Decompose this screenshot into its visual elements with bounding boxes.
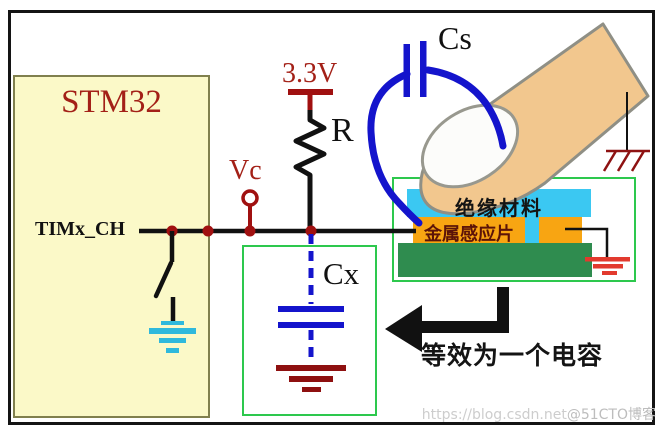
- junction-dot: [305, 225, 317, 237]
- cs-wire-to-plate: [367, 70, 423, 227]
- mcu-label: STM32: [61, 84, 162, 120]
- junction-dot: [202, 225, 214, 237]
- watermark-url: https://blog.csdn.net: [421, 407, 567, 423]
- cx-capacitor-symbol: [278, 234, 344, 363]
- cs-capacitor-label: Cs: [438, 20, 472, 56]
- watermark: https://blog.csdn.net@51CTO博客: [420, 404, 656, 424]
- internal-switch: [153, 231, 176, 324]
- watermark-handle: @51CTO博客: [566, 407, 656, 423]
- sensor-ground-symbol: [565, 227, 630, 275]
- stm32-mcu-box: [13, 75, 210, 418]
- diagram-border: [8, 10, 655, 425]
- body-ground-symbol: [602, 92, 650, 172]
- supply-rail: [288, 89, 333, 112]
- cx-ground-symbol: [276, 365, 346, 392]
- cs-capacitor-symbol: [403, 41, 427, 97]
- resistor-symbol: [293, 110, 327, 229]
- metal-sensing-plate-label: 金属感应片: [424, 224, 514, 245]
- pcb-substrate: [398, 243, 592, 277]
- metal-sensing-plate: [413, 217, 525, 243]
- internal-ground-symbol: [149, 321, 196, 353]
- vc-node-label: Vc: [229, 155, 262, 186]
- equivalence-arrow: [385, 287, 509, 352]
- cs-wire-to-finger: [424, 66, 507, 150]
- vc-probe-node: [241, 189, 259, 230]
- timer-channel-pin-label: TIMx_CH: [35, 218, 125, 240]
- main-wire: [139, 225, 416, 237]
- junction-dot: [244, 225, 256, 237]
- equivalence-note-label: 等效为一个电容: [421, 341, 604, 370]
- cx-capacitor-box: [242, 245, 377, 416]
- cx-capacitor-label: Cx: [323, 256, 360, 291]
- insulation-gap: [525, 217, 539, 243]
- resistor-label: R: [331, 112, 354, 149]
- supply-voltage-label: 3.3V: [282, 58, 338, 89]
- insulation-material-label: 绝缘材料: [455, 196, 543, 220]
